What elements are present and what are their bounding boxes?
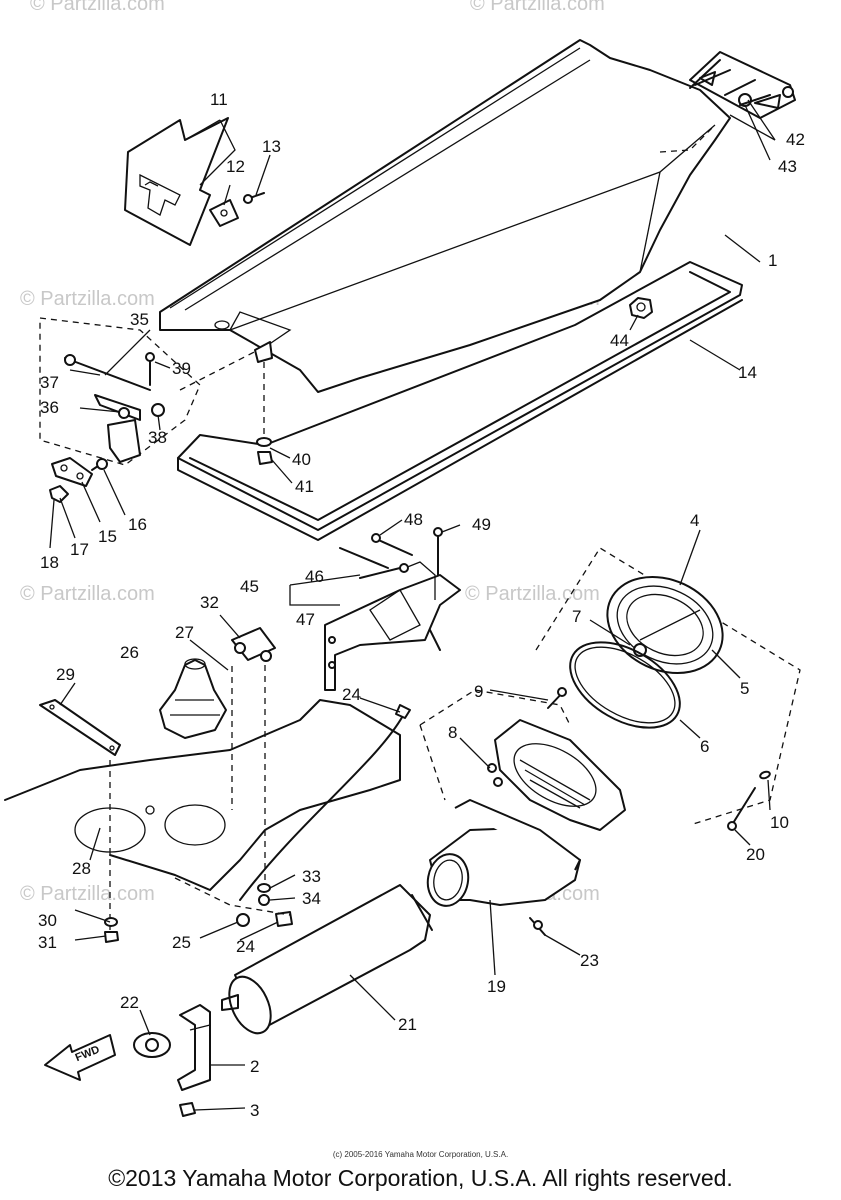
callout-24: 24 <box>342 685 361 704</box>
footer-copyright: ©2013 Yamaha Motor Corporation, U.S.A. A… <box>108 1165 733 1191</box>
callout-15: 15 <box>98 527 117 546</box>
callout-24b: 24 <box>236 937 255 956</box>
duct-group-4 <box>535 547 801 826</box>
mount-22-part <box>133 1032 171 1058</box>
watermark-text: © Partzilla.com <box>20 883 155 905</box>
callout-49: 49 <box>472 515 491 534</box>
bracket-45-part <box>324 527 461 691</box>
callout-37: 37 <box>40 373 59 392</box>
callout-29: 29 <box>56 665 75 684</box>
washers-33-34 <box>257 883 271 906</box>
parts-10-20 <box>727 770 771 831</box>
callout-5: 5 <box>740 679 749 698</box>
callout-27: 27 <box>175 623 194 642</box>
callout-7: 7 <box>572 607 581 626</box>
callout-17: 17 <box>70 540 89 559</box>
cover-plate-part <box>124 117 229 246</box>
callout-23: 23 <box>580 951 599 970</box>
callout-10: 10 <box>770 813 789 832</box>
small-copyright: (c) 2005-2016 Yamaha Motor Corporation, … <box>332 1150 509 1159</box>
callout-11: 11 <box>210 90 228 109</box>
callout-45: 45 <box>240 577 259 596</box>
callout-30: 30 <box>38 911 57 930</box>
callout-33: 33 <box>302 867 321 886</box>
callout-47: 47 <box>296 610 315 629</box>
callout-6: 6 <box>700 737 709 756</box>
callout-14: 14 <box>738 363 757 382</box>
latch-plate-15-18 <box>49 457 108 503</box>
forward-arrow-icon: FWD <box>44 1034 116 1081</box>
nut-part <box>629 297 653 319</box>
callout-2: 2 <box>250 1057 259 1076</box>
muffler-21-part <box>221 884 433 1035</box>
plate-29-part <box>39 699 121 756</box>
callout-22: 22 <box>120 993 139 1012</box>
callout-19: 19 <box>487 977 506 996</box>
callout-12: 12 <box>226 157 245 176</box>
callout-43: 43 <box>778 157 797 176</box>
bolt-9-part <box>547 687 567 709</box>
nut-30-31 <box>104 917 119 943</box>
nut-3-part <box>179 1102 196 1117</box>
callout-18: 18 <box>40 553 59 572</box>
grill-group-8 <box>419 689 626 831</box>
callout-13: 13 <box>262 137 281 156</box>
callout-16: 16 <box>128 515 147 534</box>
callout-32: 32 <box>200 593 219 612</box>
callout-31: 31 <box>38 933 57 952</box>
callout-25: 25 <box>172 933 191 952</box>
callout-9: 9 <box>474 682 483 701</box>
callout-48: 48 <box>404 510 423 529</box>
callout-38: 38 <box>148 428 167 447</box>
watermark-text: © Partzilla.com <box>470 0 605 15</box>
gasket-part <box>177 261 743 541</box>
watermark-text: © Partzilla.com <box>30 0 165 15</box>
bracket-12-part <box>209 199 239 227</box>
callout-42: 42 <box>786 130 805 149</box>
callouts: 11 12 13 42 43 1 44 14 35 39 37 36 38 40… <box>38 90 805 1120</box>
callout-44: 44 <box>610 331 629 350</box>
switch-32-part <box>231 627 276 880</box>
callout-1: 1 <box>768 251 777 270</box>
watermark-text: © Partzilla.com <box>465 583 600 605</box>
callout-4: 4 <box>690 511 699 530</box>
callout-46: 46 <box>305 567 324 586</box>
callout-41: 41 <box>295 477 314 496</box>
washer-nut-40-41 <box>256 362 273 465</box>
callout-21: 21 <box>398 1015 417 1034</box>
hood-part <box>159 39 731 393</box>
callout-39: 39 <box>172 359 191 378</box>
outlet-19-part <box>426 799 581 907</box>
leader-lines <box>49 99 776 1111</box>
watermark-text: © Partzilla.com <box>20 583 155 605</box>
callout-40: 40 <box>292 450 311 469</box>
callout-26: 26 <box>120 643 139 662</box>
latch-assembly-part <box>39 317 273 466</box>
callout-35: 35 <box>130 310 149 329</box>
screw-23-part <box>529 917 546 936</box>
callout-34: 34 <box>302 889 321 908</box>
bracket-2-part <box>177 1004 211 1091</box>
watermark-text: © Partzilla.com <box>20 288 155 310</box>
callout-20: 20 <box>746 845 765 864</box>
hull-deck-part <box>4 699 401 930</box>
callout-36: 36 <box>40 398 59 417</box>
callout-8: 8 <box>448 723 457 742</box>
screw-13-part <box>243 192 265 204</box>
boot-26-part <box>159 658 227 739</box>
callout-28: 28 <box>72 859 91 878</box>
callout-3: 3 <box>250 1101 259 1120</box>
